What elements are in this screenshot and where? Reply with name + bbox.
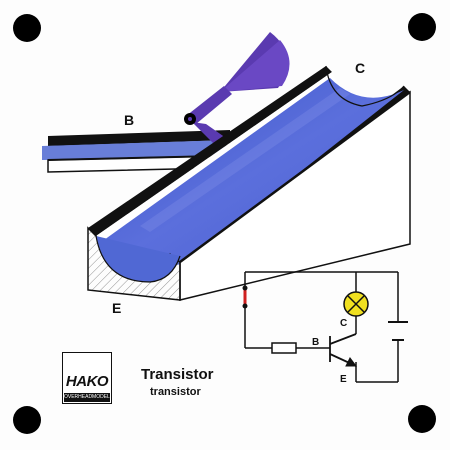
mounting-hole-icon — [408, 405, 436, 433]
diagram-title: Transistor — [141, 366, 214, 383]
hako-logo: HAKO OVERHEADMODELLE — [62, 352, 112, 404]
switch-contact-icon — [242, 285, 248, 291]
gate-label: B — [124, 112, 135, 128]
diagram-subtitle: transistor — [150, 386, 201, 398]
circuit-base-label: B — [312, 337, 320, 348]
lamp-icon — [343, 291, 369, 317]
emitter-label: E — [112, 300, 122, 316]
resistor-icon — [271, 342, 297, 354]
logo-word: HAKO — [65, 373, 109, 390]
collector-label: C — [355, 60, 366, 76]
switch-contact-icon — [242, 303, 248, 309]
mounting-hole-icon — [13, 406, 41, 434]
logo-tagline: OVERHEADMODELLE — [64, 393, 110, 402]
circuit-emitter-label: E — [340, 374, 347, 385]
circuit-collector-label: C — [340, 318, 348, 329]
mounting-hole-icon — [408, 13, 436, 41]
capacitor-icon — [388, 321, 408, 341]
collector-emitter-channel — [87, 65, 411, 301]
mounting-hole-icon — [13, 14, 41, 42]
gate-pendulum — [184, 32, 290, 144]
circuit-schematic — [244, 271, 399, 383]
transistor-icon — [329, 333, 357, 367]
